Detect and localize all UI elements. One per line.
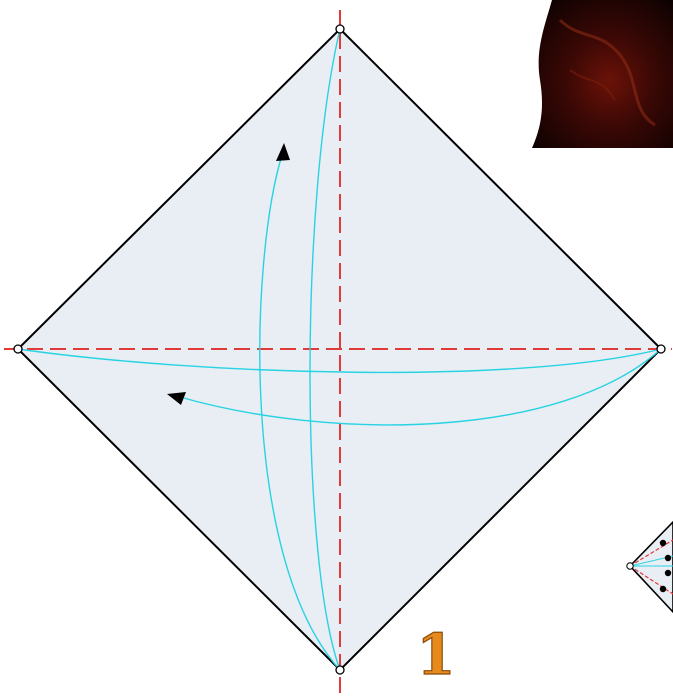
step-number: 1 — [417, 622, 456, 688]
corner-marker-icon — [657, 345, 665, 353]
next-step-thumbnail — [627, 522, 673, 612]
photo-thumbnail — [532, 0, 673, 148]
corner-marker-icon — [336, 25, 344, 33]
corner-marker-icon — [627, 563, 633, 569]
corner-marker-icon — [14, 345, 22, 353]
corner-marker-icon — [336, 666, 344, 674]
